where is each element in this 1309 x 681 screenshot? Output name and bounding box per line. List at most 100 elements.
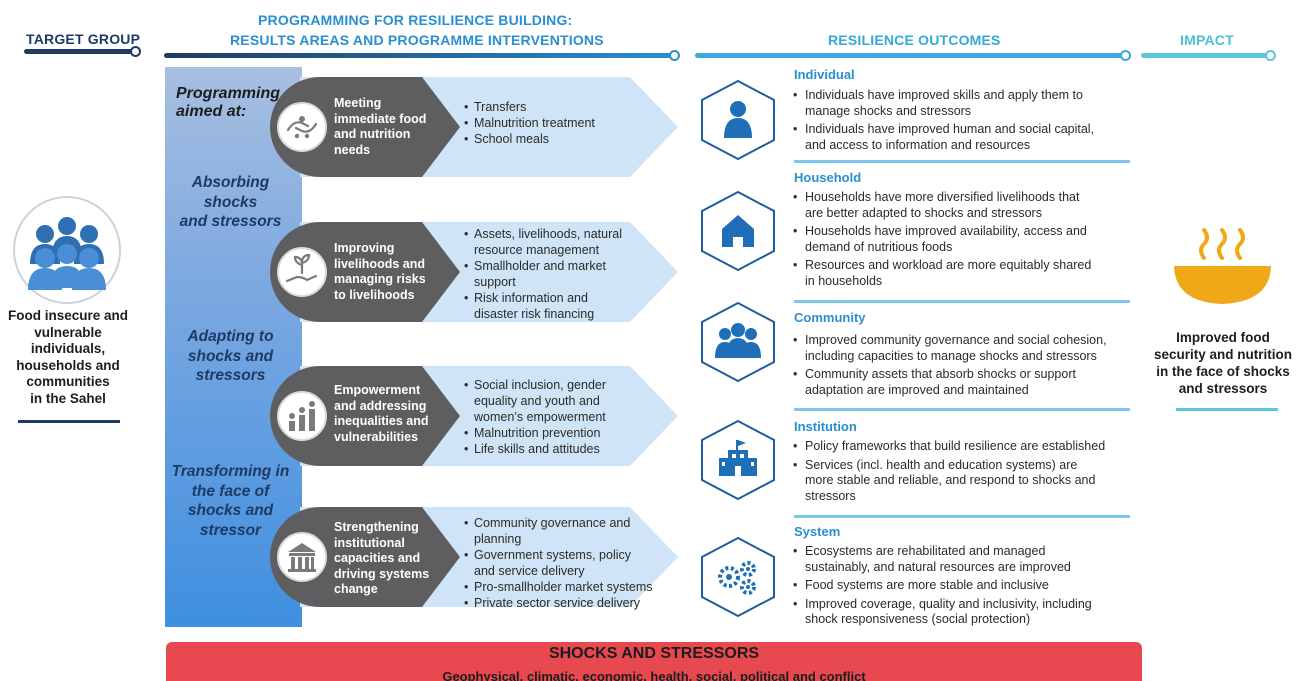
people-growth-icon (277, 391, 327, 441)
intervention-title-line: Strengthening (334, 520, 419, 534)
impact-description: Improved food security and nutrition in … (1143, 329, 1303, 397)
outcome-list-individual: Individuals have improved skills and app… (793, 88, 1138, 156)
intervention-title-line: managing risks (334, 272, 426, 286)
outcome-line: shock responsiveness (social protection) (805, 612, 1031, 626)
stage-line: Absorbing (191, 174, 270, 191)
target-line: vulnerable (34, 324, 102, 340)
bullet-line: Risk information and (474, 291, 588, 305)
aimed-line: Programming (176, 85, 281, 102)
community-icon (701, 301, 775, 383)
intervention-pill (270, 77, 460, 177)
target-line: households and (16, 357, 120, 373)
hand-plant-icon (277, 247, 327, 297)
shocks-banner (166, 642, 1142, 681)
outcome-separator (794, 160, 1130, 163)
target-line: communities (26, 374, 110, 389)
school-building-icon (701, 419, 775, 501)
intervention-title: Improving livelihoods and managing risks… (334, 241, 446, 303)
target-line: in the Sahel (30, 390, 106, 406)
shocks-title: SHOCKS AND STRESSORS (548, 645, 760, 662)
intervention-bullets: Community governance and planning Governm… (464, 515, 674, 611)
outcome-list-system: Ecosystems are rehabilitated and managed… (793, 544, 1138, 631)
intervention-title: Empowerment and addressing inequalities … (334, 383, 446, 445)
programming-header-line2: RESULTS AREAS AND PROGRAMME INTERVENTION… (230, 32, 604, 48)
bullet-line: and service delivery (474, 564, 585, 578)
gears-icon (701, 536, 775, 618)
hands-food-icon (277, 102, 327, 152)
outcome-title-household: Household (794, 170, 862, 185)
intervention-pill (270, 366, 460, 466)
target-line: Food insecure and (7, 308, 129, 323)
intervention-title-line: Improving (334, 241, 395, 255)
outcome-title-community: Community (794, 310, 866, 325)
outcome-bullet: Individuals have improved human and soci… (793, 122, 1138, 153)
person-icon (701, 79, 775, 161)
outcome-bullet: Individuals have improved skills and app… (793, 88, 1138, 119)
target-group-description: Food insecure and vulnerable individuals… (0, 308, 136, 407)
stage-line: stressors (195, 367, 266, 384)
intervention-title-line: driving systems (334, 566, 430, 581)
house-icon (701, 190, 775, 272)
intervention-bullet: Malnutrition prevention (464, 425, 674, 441)
stage-transforming: Transforming in the face of shocks and s… (168, 462, 293, 540)
intervention-bullets: Assets, livelihoods, natural resource man… (464, 226, 674, 322)
outcome-list-institution: Policy frameworks that build resilience … (793, 439, 1138, 507)
impact-line-end (1265, 50, 1276, 61)
intervention-title-line: Empowerment (334, 383, 421, 397)
target-line: individuals, (30, 341, 106, 356)
stage-line: the face of (191, 482, 270, 500)
impact-line: and stressors (1178, 381, 1268, 396)
outcome-line: Improved community governance and social… (805, 333, 1107, 347)
outcome-bullet: Households have improved availability, a… (793, 224, 1138, 255)
outcome-bullet: Improved coverage, quality and inclusivi… (793, 597, 1138, 628)
intervention-pill (270, 507, 460, 607)
outcome-title-system: System (794, 524, 841, 539)
outcome-line: Ecosystems are rehabilitated and managed (805, 544, 1046, 558)
aimed-line: aimed at: (176, 103, 247, 120)
outcome-separator (794, 515, 1130, 518)
target-group-header: TARGET GROUP (26, 31, 141, 47)
programming-line (164, 53, 676, 58)
people-group-icon (13, 196, 121, 304)
impact-header: IMPACT (1180, 32, 1234, 48)
outcome-list-household: Households have more diversified livelih… (793, 190, 1138, 292)
stage-absorbing: Absorbing shocks and stressors (168, 173, 293, 232)
intervention-title-line: immediate food (334, 111, 427, 126)
bullet-line: disaster risk financing (474, 307, 595, 321)
outcome-line: Resources and workload are more equitabl… (805, 258, 1092, 272)
intervention-pill (270, 222, 460, 322)
outcome-line: demand of nutritious foods (805, 239, 953, 254)
bullet-line: Community governance and (474, 516, 631, 530)
outcome-bullet: Community assets that absorb shocks or s… (793, 367, 1138, 398)
target-underline (18, 420, 120, 423)
bullet-line: resource management (474, 243, 600, 257)
stage-line: shocks and (187, 502, 274, 519)
intervention-title-line: needs (334, 142, 371, 157)
outcome-bullet: Ecosystems are rehabilitated and managed… (793, 544, 1138, 575)
stage-line: Adapting to (187, 328, 274, 345)
impact-line: in the face of shocks (1156, 364, 1290, 379)
intervention-bullets: Transfers Malnutrition treatment School … (464, 99, 674, 147)
programming-aimed-label: Programming aimed at: (176, 85, 280, 121)
bullet-line: planning (474, 532, 522, 546)
programming-line-end (669, 50, 680, 61)
bullet-line: Assets, livelihoods, natural (474, 227, 622, 241)
intervention-bullet: Malnutrition treatment (464, 115, 674, 131)
outcome-line: including capacities to manage shocks an… (805, 348, 1097, 363)
outcome-bullet: Policy frameworks that build resilience … (793, 439, 1138, 455)
outcome-line: Community assets that absorb shocks or s… (805, 367, 1076, 381)
intervention-title-line: to livelihoods (334, 287, 415, 302)
stage-line: shocks and (187, 347, 274, 365)
intervention-bullet: Life skills and attitudes (464, 441, 674, 457)
stage-adapting: Adapting to shocks and stressors (168, 327, 293, 386)
impact-line (1141, 53, 1271, 58)
impact-line: Improved food (1176, 330, 1270, 345)
bullet-line: women’s empowerment (474, 410, 606, 424)
outcome-line: Households have improved availability, a… (805, 224, 1087, 238)
outcome-separator (794, 300, 1130, 303)
intervention-title-line: livelihoods and (334, 256, 425, 271)
intervention-bullet: Assets, livelihoods, natural resource man… (464, 226, 674, 258)
shocks-subtitle: Geophysical, climatic, economic, health,… (442, 669, 866, 681)
